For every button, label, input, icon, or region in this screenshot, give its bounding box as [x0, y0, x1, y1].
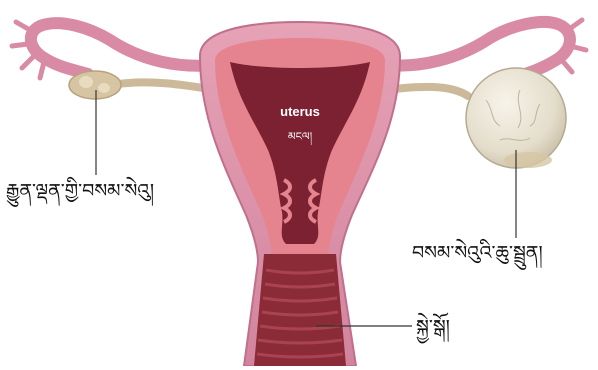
uterus-label-en: uterus [270, 104, 330, 119]
left-ovary [69, 71, 121, 99]
uterus-label-bo: མངལ། [270, 124, 330, 155]
cyst-label: བསམ་སེའུའི་ཆུ་སྦྲུན། [412, 242, 543, 264]
left-fallopian-tube [31, 23, 222, 74]
left-ovarian-ligament [118, 82, 215, 90]
cervix-label: སྐྱེ་སྒོ། [416, 316, 450, 338]
fallopian-label: རྒྱུན་ལྡན་གྱི་བསམ་སེའུ། [6, 180, 154, 202]
right-fallopian-tube [376, 22, 570, 78]
